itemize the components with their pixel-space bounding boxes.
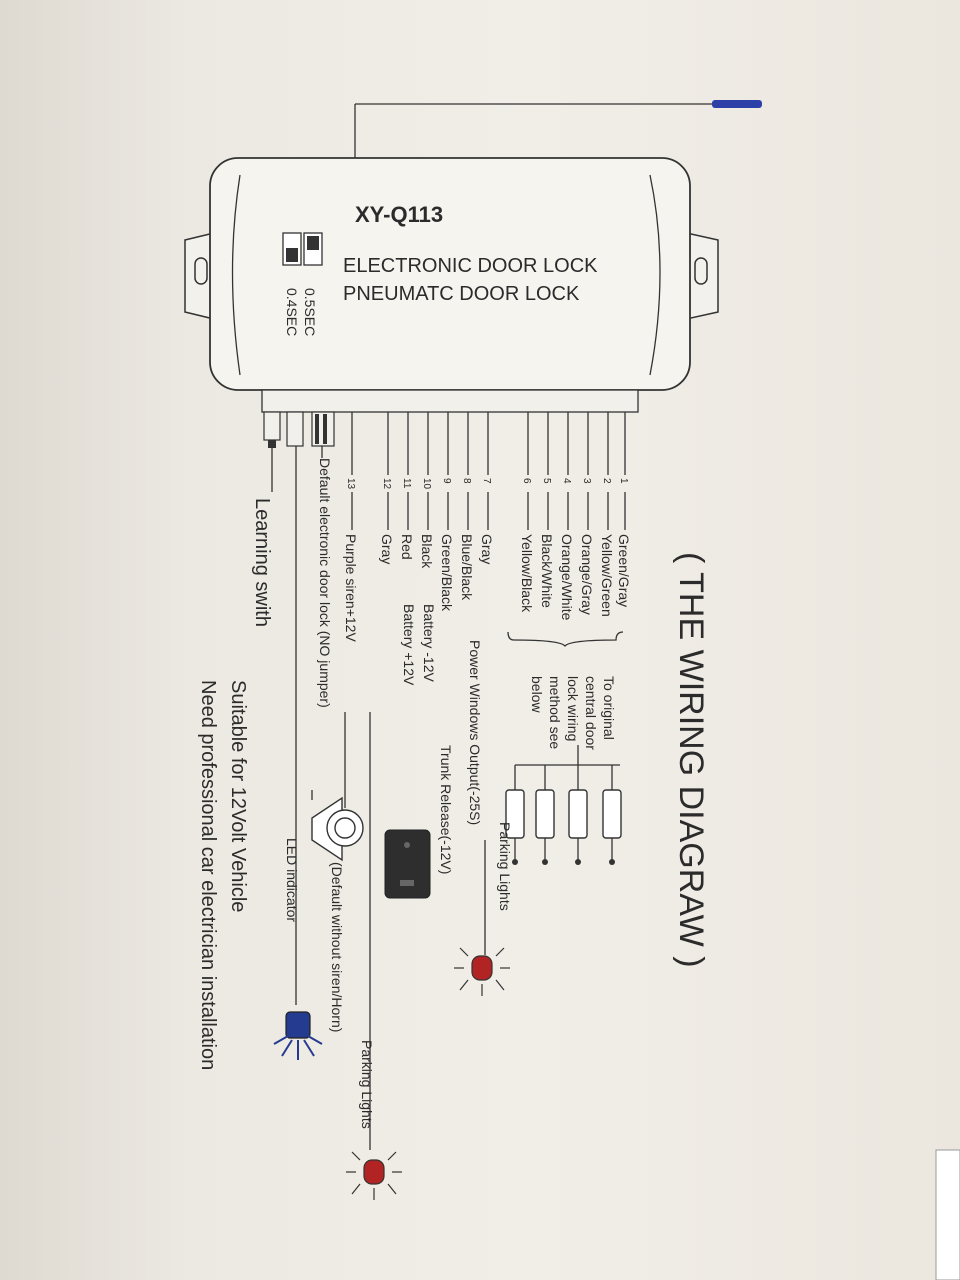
wire-9-number: 9 (441, 478, 452, 484)
wire-10-number: 10 (421, 478, 432, 490)
antenna-tip-icon (712, 100, 762, 108)
wire-4-number: 4 (561, 478, 572, 484)
siren-icon (311, 790, 364, 862)
central-lock-note: To original central door lock wiring met… (529, 676, 617, 750)
wire-6-number: 6 (521, 478, 532, 484)
wire-6-color: Yellow/Black (519, 534, 535, 613)
time-label-2: 0.4SEC (284, 288, 300, 336)
diagram-title: ( THE WIRING DIAGRAW ) (672, 552, 710, 968)
wire-12-number: 12 (381, 478, 392, 490)
mount-hole-top (194, 257, 208, 285)
wire-8-color: Blue/Black (459, 534, 475, 601)
note-line-5: below (529, 676, 545, 713)
battery-neg-label: Battery -12V (421, 604, 437, 682)
time-label-1: 0.5SEC (302, 288, 318, 336)
footer-line-2: Need professional car electrician instal… (197, 680, 219, 1070)
antenna (354, 100, 762, 165)
battery-icon (384, 829, 431, 899)
module-line2: PNEUMATC DOOR LOCK (343, 283, 580, 305)
learning-switch-plug (263, 411, 281, 441)
wire-4-color: Orange/White (559, 534, 575, 621)
module-curve-right (649, 174, 661, 376)
note-line-2: central door (583, 676, 599, 750)
wire-3-color: Orange/Gray (579, 534, 595, 615)
wire-3-number: 3 (581, 478, 592, 484)
led-icon (273, 1011, 323, 1060)
led-indicator-label: LED indicator (284, 838, 300, 922)
model-text: XY-Q113 (355, 202, 443, 227)
parking-lights-label-2: Parking Lights (359, 1040, 375, 1129)
wires-1-6-brace (507, 631, 624, 648)
wire-10-color: Black (419, 534, 435, 569)
wire-13-color: Purple siren+12V (343, 534, 359, 642)
wire-12-color: Gray (379, 534, 395, 564)
mount-hole-bottom (694, 257, 708, 285)
wire-2-number: 2 (601, 478, 612, 484)
footer-line-1: Suitable for 12Volt Vehicle (227, 680, 249, 912)
wire-5-color: Black/White (539, 534, 555, 608)
door-lock-actuators-icon (505, 745, 622, 865)
wire-9-color: Green/Black (439, 534, 455, 612)
connector-plugs (263, 411, 335, 448)
default-lock-label: Default electronic door lock (NO jumper) (317, 458, 333, 708)
wire-13-number: 13 (345, 478, 356, 490)
note-line-1: To original (601, 676, 617, 740)
wire-11-number: 11 (401, 478, 412, 489)
learning-switch-label: Learning swith (251, 498, 273, 627)
wire-11-color: Red (399, 534, 415, 560)
paper-edge (935, 1149, 960, 1280)
wire-7-number: 7 (481, 478, 492, 484)
note-line-4: method see (547, 676, 563, 749)
control-module: XY-Q113 ELECTRONIC DOOR LOCK PNEUMATC DO… (184, 157, 719, 413)
wire-7-color: Gray (479, 534, 495, 564)
led-plug (286, 411, 304, 447)
battery-pos-label: Battery +12V (401, 604, 417, 686)
module-line1: ELECTRONIC DOOR LOCK (343, 255, 598, 277)
wire-lines (351, 412, 626, 530)
trunk-release-label: Trunk Release(-12V) (438, 745, 454, 874)
lamp-icon (454, 947, 510, 996)
module-curve-left (231, 174, 241, 376)
wire-1-number: 1 (618, 478, 629, 484)
timing-switch-icon (282, 232, 323, 266)
default-siren-label: (Default without siren/Horn) (329, 862, 345, 1032)
wire-5-number: 5 (541, 478, 552, 484)
note-line-3: lock wiring (565, 676, 581, 741)
wire-1-color: Green/Gray (616, 534, 632, 607)
wire-2-color: Yellow/Green (599, 534, 615, 617)
parking-lights-label-1: Parking Lights (497, 822, 513, 911)
lamp-icon-2 (346, 1151, 402, 1200)
wire-8-number: 8 (461, 478, 472, 484)
power-windows-label: Power Windows Output(-25S) (467, 640, 483, 825)
connector-plate (261, 389, 639, 413)
